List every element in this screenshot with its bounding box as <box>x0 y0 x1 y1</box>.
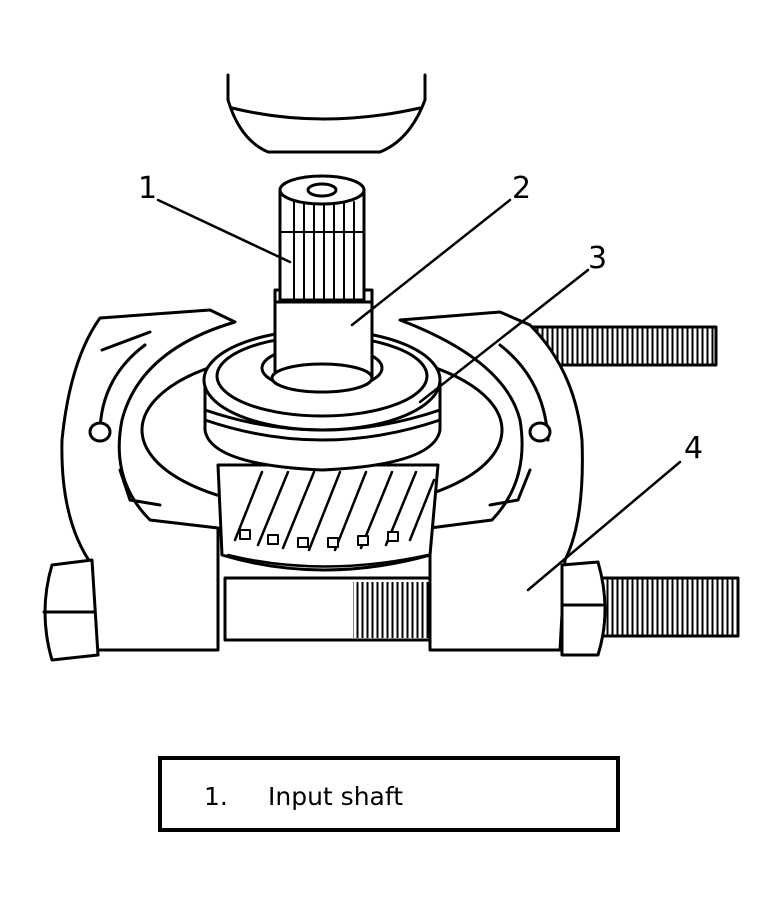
bolt-head-left <box>42 558 100 662</box>
legend-item-number: 1. <box>204 782 228 811</box>
callout-4: 4 <box>684 431 703 466</box>
callout-3: 3 <box>588 241 607 276</box>
leader-line-4 <box>526 460 682 592</box>
leader-line-3 <box>418 268 590 404</box>
leader-lines <box>156 198 682 592</box>
legend-item-label: Input shaft <box>268 782 404 811</box>
press-ram <box>226 73 427 154</box>
input-shaft <box>270 174 374 394</box>
legend-box: 1. Input shaft <box>158 756 620 832</box>
separator-rod-upper-right <box>528 325 718 367</box>
callout-1: 1 <box>138 171 157 206</box>
leader-line-1 <box>156 198 292 264</box>
bolt-head-right <box>560 560 607 657</box>
leader-line-2 <box>350 198 512 327</box>
separator-rod-lower <box>223 576 740 642</box>
callout-2: 2 <box>512 171 531 206</box>
bearing-separator <box>60 308 584 652</box>
helical-gear <box>216 463 440 572</box>
